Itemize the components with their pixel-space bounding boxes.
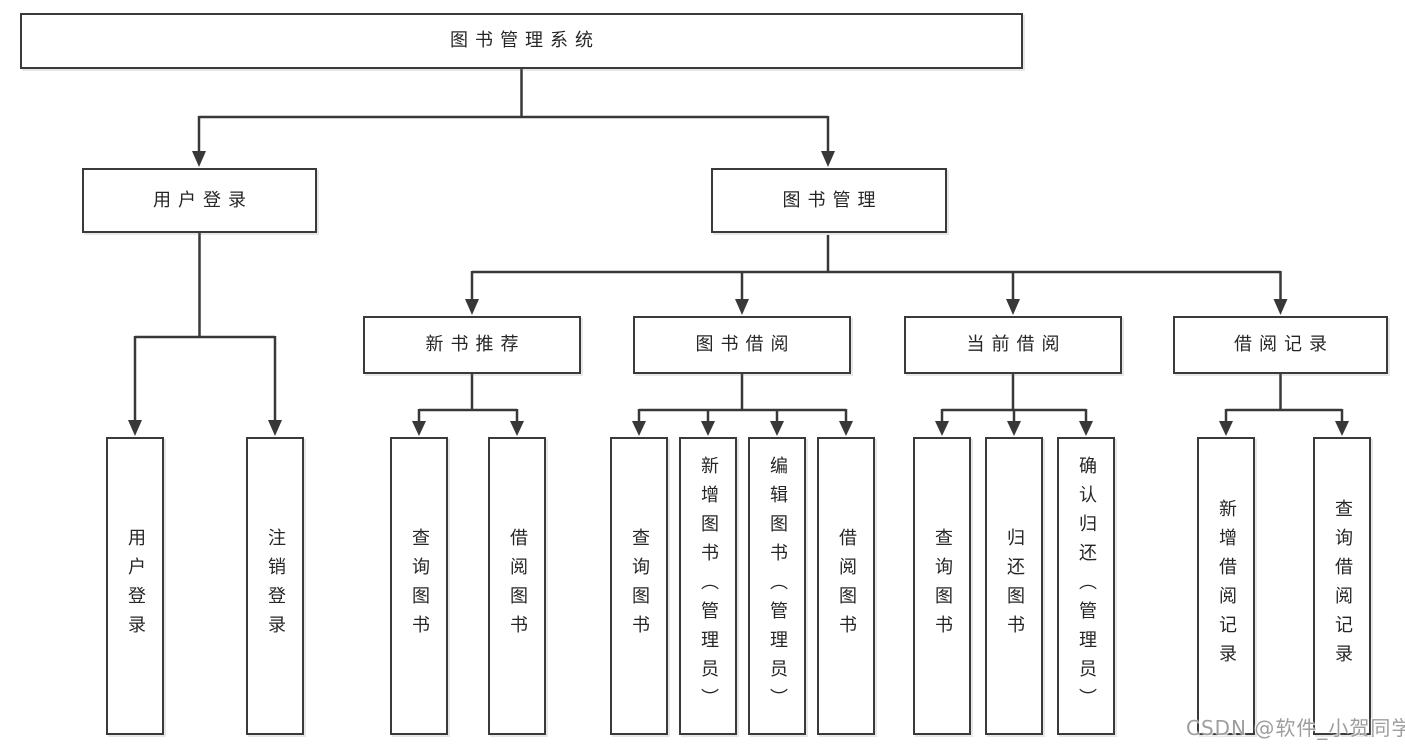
node-func-confirm-return-admin: 确认归还（管理员） xyxy=(1057,437,1115,735)
node-label: 查询图书 xyxy=(629,528,650,644)
node-label: 归还图书 xyxy=(1004,528,1025,644)
node-label: 查询借阅记录 xyxy=(1332,499,1353,673)
connector-book-manage-to-modules xyxy=(465,235,1288,315)
node-func-borrow-books: 借阅图书 xyxy=(817,437,875,735)
node-func-user-login: 用户登录 xyxy=(106,437,164,735)
connector-root-to-branches xyxy=(192,68,835,167)
node-module-borrow-records: 借阅记录 xyxy=(1173,316,1388,374)
node-label: 新增图书（管理员） xyxy=(698,455,719,717)
node-func-query-books-borrow: 查询图书 xyxy=(610,437,668,735)
csdn-watermark: CSDN @软件_小贺同学 xyxy=(1186,716,1405,740)
node-module-current-borrow: 当前借阅 xyxy=(904,316,1122,374)
connector-borrow-records xyxy=(1219,374,1349,436)
node-func-add-borrow-record: 新增借阅记录 xyxy=(1197,437,1255,735)
node-label: 编辑图书（管理员） xyxy=(767,455,788,717)
connector-current-borrow xyxy=(935,374,1093,436)
connector-book-borrow xyxy=(632,374,853,436)
node-label: 用户登录 xyxy=(125,528,146,644)
node-label: 确认归还（管理员） xyxy=(1076,455,1097,717)
node-label: 查询图书 xyxy=(932,528,953,644)
node-func-edit-books-admin: 编辑图书（管理员） xyxy=(748,437,806,735)
node-label: 新增借阅记录 xyxy=(1216,499,1237,673)
node-label: 查询图书 xyxy=(409,528,430,644)
node-func-query-books-current: 查询图书 xyxy=(913,437,971,735)
connector-new-book-recommend xyxy=(412,374,524,436)
node-branch-user-login: 用户登录 xyxy=(82,168,317,233)
node-func-borrow-books-recommend: 借阅图书 xyxy=(488,437,546,735)
node-func-query-books-recommend: 查询图书 xyxy=(390,437,448,735)
connector-user-login-to-functions xyxy=(128,233,282,436)
node-module-book-borrow: 图书借阅 xyxy=(633,316,851,374)
node-system-root: 图书管理系统 xyxy=(20,13,1023,69)
node-func-return-books: 归还图书 xyxy=(985,437,1043,735)
node-func-logout: 注销登录 xyxy=(246,437,304,735)
node-func-add-books-admin: 新增图书（管理员） xyxy=(679,437,737,735)
node-label: 借阅图书 xyxy=(836,528,857,644)
node-label: 注销登录 xyxy=(265,528,286,644)
node-branch-book-manage: 图书管理 xyxy=(711,168,947,233)
node-label: 借阅图书 xyxy=(507,528,528,644)
node-func-query-borrow-record: 查询借阅记录 xyxy=(1313,437,1371,735)
node-module-new-book-recommend: 新书推荐 xyxy=(363,316,581,374)
